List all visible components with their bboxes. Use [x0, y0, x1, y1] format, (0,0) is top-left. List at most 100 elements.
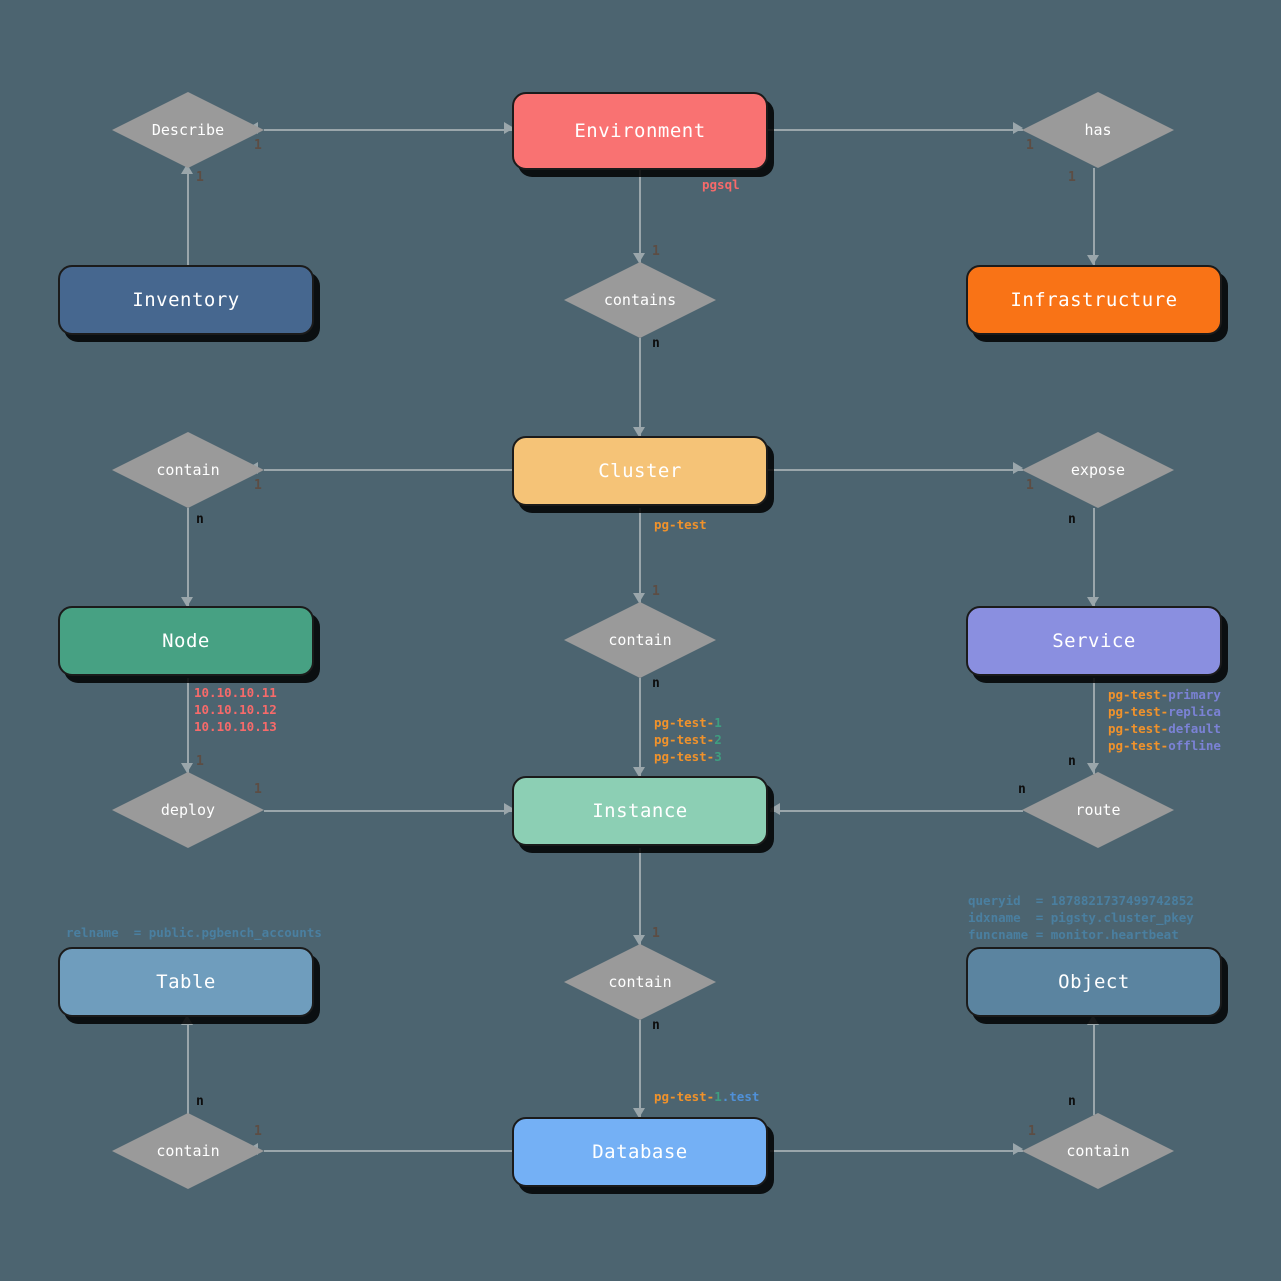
- arrow-to-env-right-icon: [504, 122, 514, 134]
- annotation-line: pg-test: [654, 516, 707, 533]
- annotation-environment: pgsql: [702, 176, 740, 193]
- annotation-run: 10.10.10.11: [194, 685, 277, 700]
- relationship-label: Describe: [151, 121, 225, 139]
- entity-infrastructure[interactable]: Infrastructure: [966, 265, 1222, 335]
- entity-label: Inventory: [132, 289, 240, 311]
- relationship-env-has[interactable]: has: [1022, 92, 1174, 168]
- annotation-run: pg-test-: [654, 749, 715, 764]
- relationship-label: expose: [1070, 461, 1126, 479]
- relationship-node-deploy[interactable]: deploy: [112, 772, 264, 848]
- connector-line: [639, 170, 641, 265]
- entity-service[interactable]: Service: [966, 606, 1222, 676]
- annotation-run: primary: [1168, 687, 1221, 702]
- annotation-line: pg-test-1.test: [654, 1088, 759, 1105]
- annotation-run: pgsql: [702, 177, 740, 192]
- connector-line: [1093, 678, 1095, 774]
- annotation-run: 1: [714, 1089, 722, 1104]
- arrow-to-deploy-icon: [181, 763, 193, 773]
- entity-label: Infrastructure: [1010, 289, 1178, 311]
- arrow-to-cluster-icon: [633, 427, 645, 437]
- entity-object[interactable]: Object: [966, 947, 1222, 1017]
- relationship-cluster-contain-node[interactable]: contain: [112, 432, 264, 508]
- arrow-to-inventory-icon: [181, 164, 193, 174]
- annotation-run: .test: [721, 1089, 760, 1104]
- entity-label: Node: [162, 630, 210, 652]
- connector-line: [768, 129, 1023, 131]
- relationship-describe[interactable]: Describe: [112, 92, 264, 168]
- arrow-to-service-icon: [1087, 597, 1099, 607]
- annotation-run: queryid = 1878821737499742852: [968, 893, 1194, 908]
- card-deploy-top: 1: [196, 754, 204, 769]
- entity-label: Database: [592, 1141, 688, 1163]
- card-inst-db-top: 1: [652, 926, 660, 941]
- annotation-line: 10.10.10.13: [194, 718, 277, 735]
- annotation-run: 10.10.10.13: [194, 719, 277, 734]
- card-env-contains-bottom: n: [652, 336, 660, 351]
- entity-table[interactable]: Table: [58, 947, 314, 1017]
- annotation-line: funcname = monitor.heartbeat: [968, 926, 1194, 943]
- annotation-run: offline: [1168, 738, 1221, 753]
- relationship-service-route[interactable]: route: [1022, 772, 1174, 848]
- entity-node[interactable]: Node: [58, 606, 314, 676]
- annotation-run: relname = public.pgbench_accounts: [66, 925, 322, 940]
- relationship-db-contain-object[interactable]: contain: [1022, 1113, 1174, 1189]
- connector-line: [639, 848, 641, 946]
- connector-line: [770, 810, 1023, 812]
- entity-inventory[interactable]: Inventory: [58, 265, 314, 335]
- annotation-object: queryid = 1878821737499742852 idxname = p…: [968, 892, 1194, 943]
- entity-label: Object: [1058, 971, 1130, 993]
- entity-cluster[interactable]: Cluster: [512, 436, 768, 506]
- annotation-line: pg-test-primary: [1108, 686, 1221, 703]
- relationship-db-contain-table[interactable]: contain: [112, 1113, 264, 1189]
- connector-line: [1093, 168, 1095, 268]
- arrow-to-contain-br-icon: [1013, 1143, 1023, 1155]
- relationship-label: contain: [1066, 1142, 1130, 1160]
- relationship-env-contains[interactable]: contains: [564, 262, 716, 338]
- arrow-to-instance-r-icon: [770, 803, 780, 815]
- arrow-to-route-icon: [1087, 763, 1099, 773]
- arrow-to-expose-icon: [1013, 462, 1023, 474]
- card-db-object-left: 1: [1028, 1124, 1036, 1139]
- connector-line: [639, 678, 641, 778]
- card-cluster-node-right: 1: [254, 478, 262, 493]
- card-expose-bottom: n: [1068, 512, 1076, 527]
- entity-environment[interactable]: Environment: [512, 92, 768, 170]
- annotation-line: pg-test-replica: [1108, 703, 1221, 720]
- card-deploy-right: 1: [254, 782, 262, 797]
- connector-line: [639, 338, 641, 438]
- connector-line: [264, 129, 514, 131]
- card-has-left: 1: [1026, 138, 1034, 153]
- annotation-line: relname = public.pgbench_accounts: [66, 924, 322, 941]
- annotation-run: 2: [714, 732, 722, 747]
- entity-label: Instance: [592, 800, 688, 822]
- connector-line: [1093, 1019, 1095, 1115]
- annotation-line: queryid = 1878821737499742852: [968, 892, 1194, 909]
- arrow-to-has-icon: [1013, 122, 1023, 134]
- card-db-table-right: 1: [254, 1124, 262, 1139]
- connector-line: [639, 508, 641, 604]
- annotation-run: pg-test-: [1108, 721, 1169, 736]
- entity-database[interactable]: Database: [512, 1117, 768, 1187]
- connector-line: [264, 810, 514, 812]
- annotation-line: pg-test-default: [1108, 720, 1221, 737]
- annotation-cluster: pg-test: [654, 516, 707, 533]
- annotation-run: idxname = pigsty.cluster_pkey: [968, 910, 1194, 925]
- arrow-to-node-icon: [181, 597, 193, 607]
- annotation-line: 10.10.10.11: [194, 684, 277, 701]
- entity-label: Table: [156, 971, 216, 993]
- annotation-run: pg-test-: [1108, 704, 1169, 719]
- card-cluster-inst-top: 1: [652, 584, 660, 599]
- relationship-cluster-expose[interactable]: expose: [1022, 432, 1174, 508]
- relationship-cluster-contain-instance[interactable]: contain: [564, 602, 716, 678]
- entity-label: Cluster: [598, 460, 682, 482]
- annotation-run: pg-test-: [654, 1089, 715, 1104]
- arrow-to-database-icon: [633, 1108, 645, 1118]
- connector-line: [770, 1150, 1023, 1152]
- relationship-label: has: [1084, 121, 1112, 139]
- connector-line: [264, 1150, 514, 1152]
- card-describe-right: 1: [254, 138, 262, 153]
- entity-instance[interactable]: Instance: [512, 776, 768, 846]
- relationship-instance-contain-db[interactable]: contain: [564, 944, 716, 1020]
